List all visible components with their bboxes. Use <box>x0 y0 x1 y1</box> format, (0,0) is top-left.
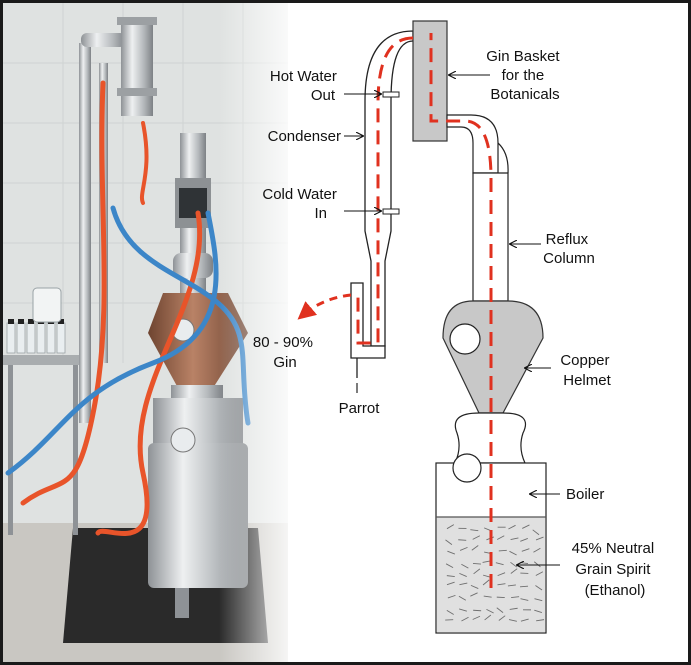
cold-water-in-label: Cold Water In <box>262 186 341 222</box>
liquid-dash <box>459 546 468 551</box>
liquid-dash <box>483 595 492 598</box>
liquid-dash <box>461 616 469 622</box>
liquid-dash <box>497 572 506 577</box>
liquid-dash <box>484 614 492 621</box>
liquid-dash <box>511 596 520 599</box>
liquid-dash <box>470 592 478 597</box>
liquid-dash <box>520 598 529 601</box>
liquid-dash <box>447 550 456 555</box>
liquid-dash <box>521 548 530 552</box>
liquid-dash <box>535 536 544 541</box>
gin-basket-label: Gin Basket for the Botanicals <box>486 48 564 103</box>
hot-water-out-label: Hot Water Out <box>270 68 341 104</box>
liquid-dash <box>498 549 507 552</box>
still-schematic: Gin Basket for the Botanicals Hot Water … <box>253 20 659 634</box>
liquid-dash <box>510 561 518 568</box>
boiler-sight-glass <box>452 453 482 483</box>
liquid-dash <box>461 563 469 569</box>
liquid-dash <box>445 563 454 569</box>
liquid-dash <box>471 545 479 551</box>
liquid-dash <box>482 579 490 586</box>
liquid-dash <box>497 583 506 586</box>
boiler-label: Boiler <box>566 486 604 503</box>
liquid-dash <box>498 615 506 621</box>
copper-helmet <box>442 300 544 414</box>
liquid-dash <box>459 572 467 577</box>
hot-water-port <box>382 91 400 98</box>
liquid-dash <box>447 594 456 599</box>
liquid-dash <box>536 619 545 622</box>
gin-output-arrow <box>297 293 352 320</box>
liquid-dash <box>446 610 454 615</box>
liquid-dash <box>522 524 530 529</box>
liquid-dash <box>472 535 481 540</box>
liquid-dash <box>520 585 529 588</box>
liquid-dash <box>458 539 467 541</box>
liquid-dash <box>486 609 494 614</box>
liquid-dash <box>507 584 516 587</box>
liquid-dash <box>472 615 481 620</box>
reflux-column <box>472 172 509 302</box>
liquid-dash <box>445 539 453 545</box>
liquid-dash <box>535 571 544 576</box>
condenser-label: Condenser <box>268 128 341 145</box>
liquid-dash <box>520 618 529 622</box>
liquid-dash <box>534 609 543 614</box>
liquid-dash <box>459 582 468 586</box>
liquid-dash <box>446 524 455 530</box>
liquid-dash <box>470 584 479 589</box>
liquid-dash <box>473 568 481 575</box>
liquid-dash <box>533 547 541 553</box>
cold-water-port <box>382 208 400 215</box>
liquid-dash <box>509 607 518 610</box>
liquid-dash <box>496 607 504 613</box>
still-photo <box>3 3 303 662</box>
liquid-dash <box>508 619 517 622</box>
parrot-label: Parrot <box>339 400 381 417</box>
liquid-dash <box>535 585 543 591</box>
liquid-dash <box>496 535 505 540</box>
liquid-dash <box>446 581 455 586</box>
spirit-label: 45% Neutral Grain Spirit (Ethanol) <box>572 540 659 599</box>
liquid-dash <box>459 608 467 612</box>
liquid-dash <box>520 537 528 542</box>
liquid-dash <box>509 550 517 556</box>
liquid-dash <box>482 560 491 563</box>
liquid-dash <box>508 524 516 530</box>
liquid-dash <box>532 529 540 536</box>
helmet-sight-glass <box>449 323 481 355</box>
reflux-column-label: Reflux Column <box>543 231 595 267</box>
liquid-dash <box>473 609 482 612</box>
liquid-dash <box>534 598 543 602</box>
liquid-dash <box>510 568 518 574</box>
liquid-dash <box>533 561 541 568</box>
liquid-dash <box>446 575 455 578</box>
gin-output-label: 80 - 90% Gin <box>253 334 317 371</box>
liquid-dash <box>495 562 504 566</box>
liquid-dash <box>472 562 482 565</box>
condenser-tube <box>364 30 414 347</box>
copper-helmet-label: Copper Helmet <box>560 352 613 389</box>
liquid-texture <box>445 524 545 622</box>
liquid-dash <box>458 595 467 601</box>
liquid-dash <box>510 537 519 540</box>
vapor-path <box>356 33 493 588</box>
liquid-dash <box>470 529 479 532</box>
